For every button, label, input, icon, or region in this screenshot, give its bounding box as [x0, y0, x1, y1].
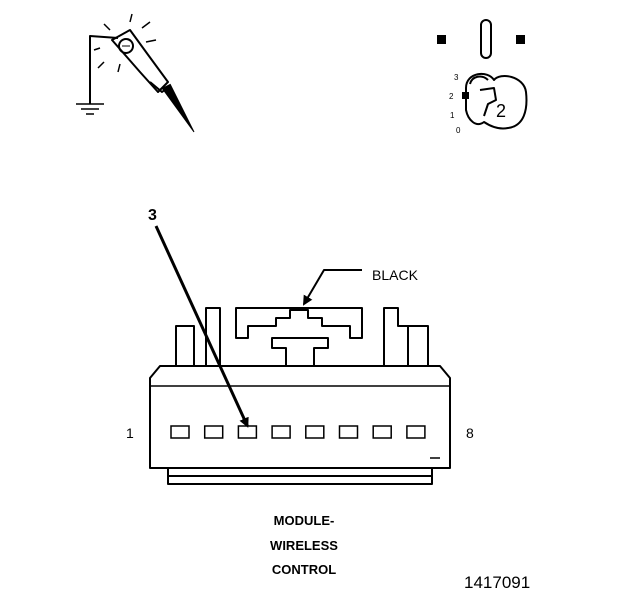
component-name-line3: CONTROL [272, 562, 336, 577]
pin-callout-leader [154, 225, 249, 428]
housing-color-label: BLACK [372, 267, 419, 283]
ignition-position-2: 2 [449, 92, 454, 101]
ignition-key-icon: 3 2 1 0 2 [437, 19, 528, 135]
pin-callout-number: 3 [148, 207, 157, 224]
connector-pin-row [170, 425, 426, 439]
pin-cavity-1 [170, 425, 190, 439]
figure-number: 1417091 [464, 573, 530, 592]
pin-cavity-5 [305, 425, 325, 439]
ignition-position-3: 3 [454, 73, 459, 82]
pin-cavity-6 [338, 425, 359, 439]
ignition-position-0: 0 [456, 126, 461, 135]
pin-cavity-8 [406, 425, 426, 439]
pin-cavity-2 [203, 425, 224, 439]
component-name-line1: MODULE- [274, 513, 335, 528]
housing-color-callout: BLACK [302, 267, 419, 306]
ignition-position-1: 1 [450, 111, 455, 120]
connector-housing [149, 307, 451, 485]
pin-cavity-4 [271, 425, 291, 439]
pin-cavity-3 [237, 425, 258, 439]
pin-number-last: 8 [466, 425, 474, 441]
test-light-icon [76, 13, 195, 133]
key-position-value: 2 [496, 101, 506, 121]
pin-callout: 3 [148, 207, 249, 428]
pin-cavity-7 [372, 425, 392, 439]
component-name-line2: WIRELESS [270, 538, 338, 553]
pin-number-first: 1 [126, 425, 134, 441]
